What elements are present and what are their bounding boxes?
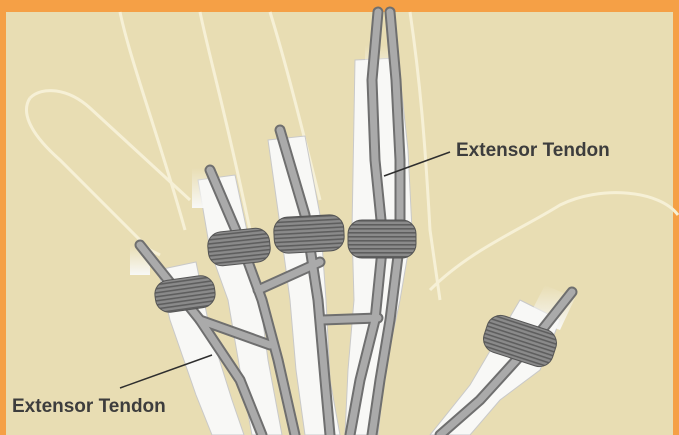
extensor-tendon-label-bottom: Extensor Tendon	[12, 396, 166, 418]
header-bar	[18, 0, 673, 12]
band-ring-finger	[206, 227, 271, 267]
extensor-tendon-label-top: Extensor Tendon	[456, 140, 610, 162]
band-middle-finger	[273, 214, 345, 254]
band-index-finger	[348, 220, 416, 258]
